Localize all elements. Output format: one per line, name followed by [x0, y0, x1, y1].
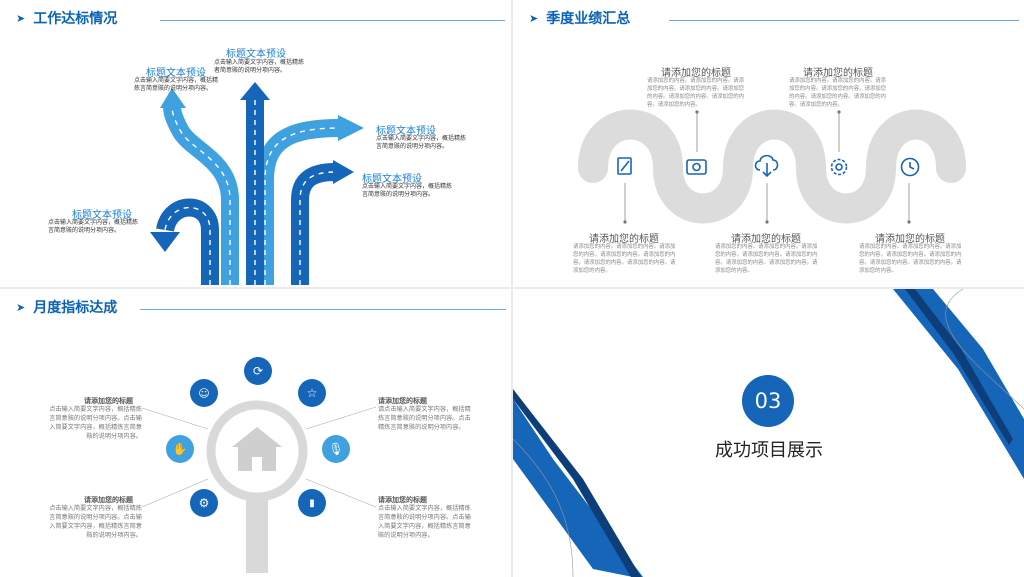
item-title: 请添加您的标题	[378, 397, 427, 405]
section-number: 03	[754, 389, 782, 413]
panel-title-text: 季度业绩汇总	[546, 11, 631, 27]
item-text: 点击输入简要文字内容，概括精炼言简意赅的说明分项内容。	[48, 219, 139, 234]
item-text: 点击输入简要文字内容，概括精炼言简意赅的说明分项内容。	[376, 135, 467, 150]
section-heading: 成功项目展示	[715, 440, 823, 461]
panel-title: ➤ 工作达标情况	[16, 8, 117, 28]
chevron-right-icon: ➤	[16, 11, 26, 25]
item-title: 请添加您的标题	[803, 68, 873, 79]
panel-title: ➤ 月度指标达成	[16, 297, 117, 317]
item-text: 点击输入简要文字内容，概括精炼言简意赅的说明分项内容。	[134, 77, 219, 92]
item-text: 点击输入简要文字内容，概括精炼者简意赅的说明分项内容。	[214, 59, 305, 74]
panel-title-text: 月度指标达成	[33, 300, 118, 316]
magnifier-graphic	[141, 400, 377, 573]
item-title: 标题文本预设	[226, 49, 286, 60]
panel-work-status: ➤ 工作达标情况 标题文本预设 点击输入简要文字内容，概括精炼者简	[0, 0, 511, 287]
item-text: 请添加您的内容。请添加您的内容。请添加您的内容。请添加您的内容。请添加您的内容。…	[789, 78, 887, 108]
item-title: 请添加您的标题	[875, 234, 945, 245]
refresh-icon: ⟳	[244, 357, 272, 385]
panel-title-text: 工作达标情况	[33, 11, 118, 27]
hand-icon: ✋	[166, 435, 194, 463]
item-title: 标题文本预设	[146, 68, 206, 79]
item-title: 标题文本预设	[376, 126, 436, 137]
panel-section-cover: 03 成功项目展示	[513, 289, 1024, 577]
item-text: 请添加您的内容。请添加您的内容。请添加您的内容。请添加您的内容。请添加您的内容。…	[715, 244, 818, 274]
item-text: 点击输入简要文字内容，概括精炼言简意赅的说明分项内容。点击输入简要文字内容，概括…	[49, 505, 142, 539]
item-text: 点击输入简要文字内容，概括精炼言简意赅的说明分项内容。	[362, 183, 453, 198]
section-number-badge: 03	[742, 375, 794, 427]
item-text: 点击输入简要文字内容，概括精炼言简意赅的说明分项内容。点击输入简要文字内容，概括…	[378, 505, 471, 539]
item-title: 请添加您的标题	[378, 496, 427, 504]
item-title: 请添加您的标题	[589, 234, 659, 245]
chevron-right-icon: ➤	[16, 300, 26, 314]
divider	[669, 20, 1019, 21]
item-text: 请点击输入简要文字内容，概括精炼言简意赅的说明分项内容。点击精炼言简意赅的说明分…	[378, 406, 471, 431]
panel-monthly-targets: ➤ 月度指标达成 ⟳ ☺ ☆ ✋ 🎙 ⚙ ▮ 请添加您的标题 点击输入简要文字内…	[0, 289, 511, 577]
panel-title: ➤ 季度业绩汇总	[529, 8, 630, 28]
star-icon: ☆	[298, 379, 326, 407]
settings-icon: ⚙	[190, 489, 218, 517]
item-text: 请添加您的内容。请添加您的内容。请添加您的内容。请添加您的内容。请添加您的内容。…	[859, 244, 962, 274]
item-title: 请添加您的标题	[84, 496, 133, 504]
panel-quarterly-summary: ➤ 季度业绩汇总	[513, 0, 1024, 287]
item-text: 点击输入简要文字内容，概括精炼言简意赅的说明分项内容。点击输入简要文字内容，概括…	[49, 406, 142, 440]
item-text: 请添加您的内容。请添加您的内容。请添加您的内容。请添加您的内容。请添加您的内容。…	[573, 244, 676, 274]
microphone-icon: 🎙	[322, 435, 350, 463]
item-title: 请添加您的标题	[661, 68, 731, 79]
item-title: 请添加您的标题	[731, 234, 801, 245]
road-arrows-graphic	[150, 82, 364, 285]
divider	[160, 20, 505, 21]
divider	[140, 309, 506, 310]
user-icon: ☺	[190, 379, 218, 407]
item-title: 标题文本预设	[362, 174, 422, 185]
decorative-stripes	[513, 289, 1024, 577]
item-title: 标题文本预设	[72, 210, 132, 221]
chart-icon: ▮	[298, 489, 326, 517]
item-title: 请添加您的标题	[84, 397, 133, 405]
wave-graphic	[578, 109, 966, 224]
item-text: 请添加您的内容。请添加您的内容。请添加您的内容。请添加您的内容。请添加您的内容。…	[647, 78, 745, 108]
chevron-right-icon: ➤	[529, 11, 539, 25]
